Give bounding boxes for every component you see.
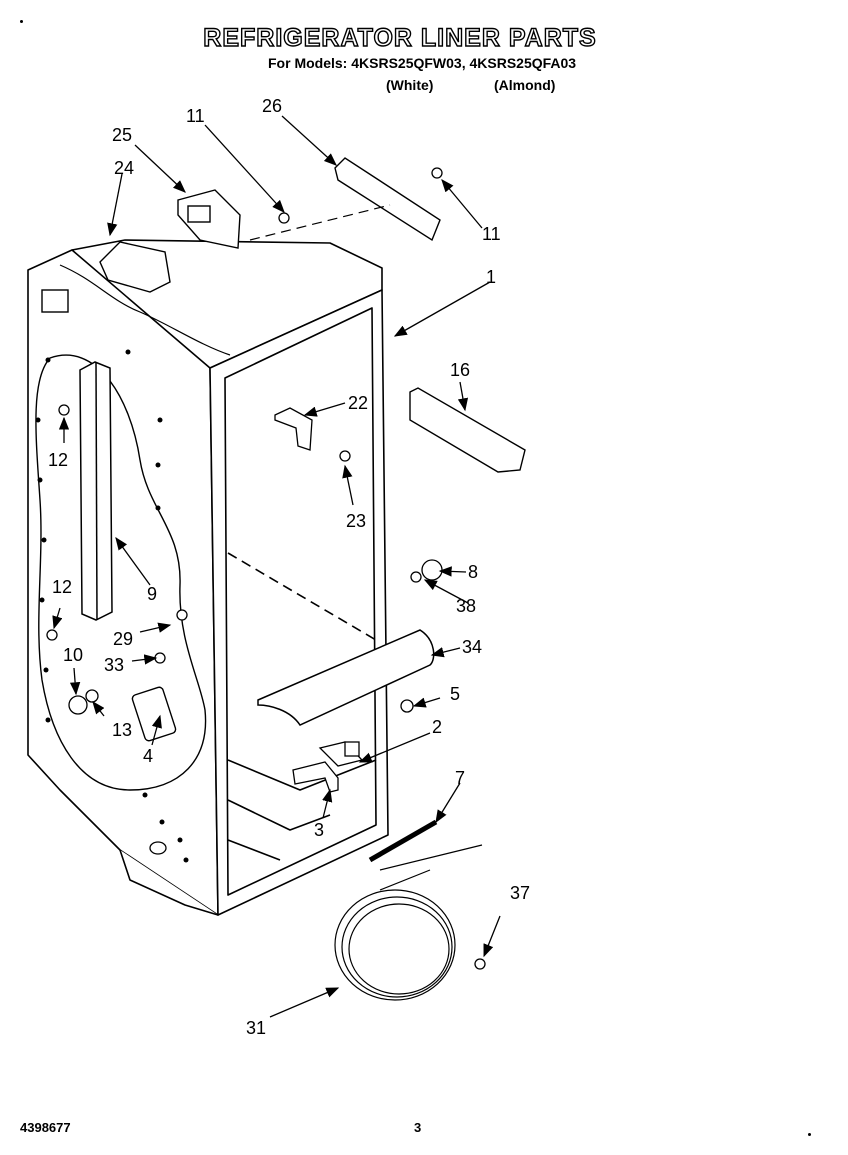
variant-almond: (Almond) (494, 77, 556, 93)
callout-8: 8 (468, 562, 478, 582)
callout-11a: 11 (186, 106, 205, 126)
callout-13: 13 (112, 720, 132, 740)
top-trim-26 (334, 157, 441, 242)
side-holes (35, 349, 189, 863)
callout-31: 31 (246, 1018, 266, 1038)
bracket-16 (409, 387, 526, 473)
callout-22: 22 (348, 393, 368, 413)
callout-12a: 12 (48, 450, 68, 470)
callout-25: 25 (112, 125, 132, 145)
tube-coil-31 (334, 869, 456, 1001)
corner-mark (808, 1133, 811, 1136)
callout-11b: 11 (482, 224, 501, 244)
clip-2b (344, 741, 360, 757)
models-line: For Models: 4KSRS25QFW03, 4KSRS25QFA03 (268, 55, 577, 71)
side-cutout (41, 289, 69, 313)
callout-3: 3 (314, 820, 324, 840)
callout-29: 29 (113, 629, 133, 649)
tie-strap-7 (368, 819, 438, 863)
callout-12b: 12 (52, 577, 72, 597)
callout-37: 37 (510, 883, 530, 903)
top-cutaway (59, 264, 231, 356)
doc-number: 4398677 (20, 1120, 71, 1135)
control-housing (99, 189, 241, 293)
bracket-22 (274, 407, 313, 451)
drain-hole (149, 841, 167, 855)
callout-labels: 1 2 3 4 5 7 8 9 10 11 11 12 12 13 16 22 … (48, 96, 530, 1038)
leader-lines (52, 115, 501, 1018)
callout-5: 5 (450, 684, 460, 704)
rail-part-9 (79, 361, 113, 621)
callout-34: 34 (462, 637, 482, 657)
callout-23: 23 (346, 511, 366, 531)
callout-24: 24 (114, 158, 134, 178)
callout-38: 38 (456, 596, 476, 616)
callout-4: 4 (143, 746, 153, 766)
callout-9: 9 (147, 584, 157, 604)
duct-34 (257, 629, 435, 726)
callout-1: 1 (486, 267, 496, 287)
cutaway-edge (35, 354, 207, 791)
fasteners (46, 167, 486, 970)
variant-white: (White) (386, 77, 434, 93)
clip-3 (292, 761, 339, 793)
callout-2: 2 (432, 717, 442, 737)
callout-33: 33 (104, 655, 124, 675)
corner-mark (20, 20, 23, 23)
vent-4 (131, 686, 177, 742)
page-number: 3 (414, 1120, 422, 1135)
callout-16: 16 (450, 360, 470, 380)
page-title: REFRIGERATOR LINER PARTS (203, 23, 597, 52)
callout-10: 10 (63, 645, 83, 665)
callout-26: 26 (262, 96, 282, 116)
callout-7: 7 (455, 768, 465, 788)
